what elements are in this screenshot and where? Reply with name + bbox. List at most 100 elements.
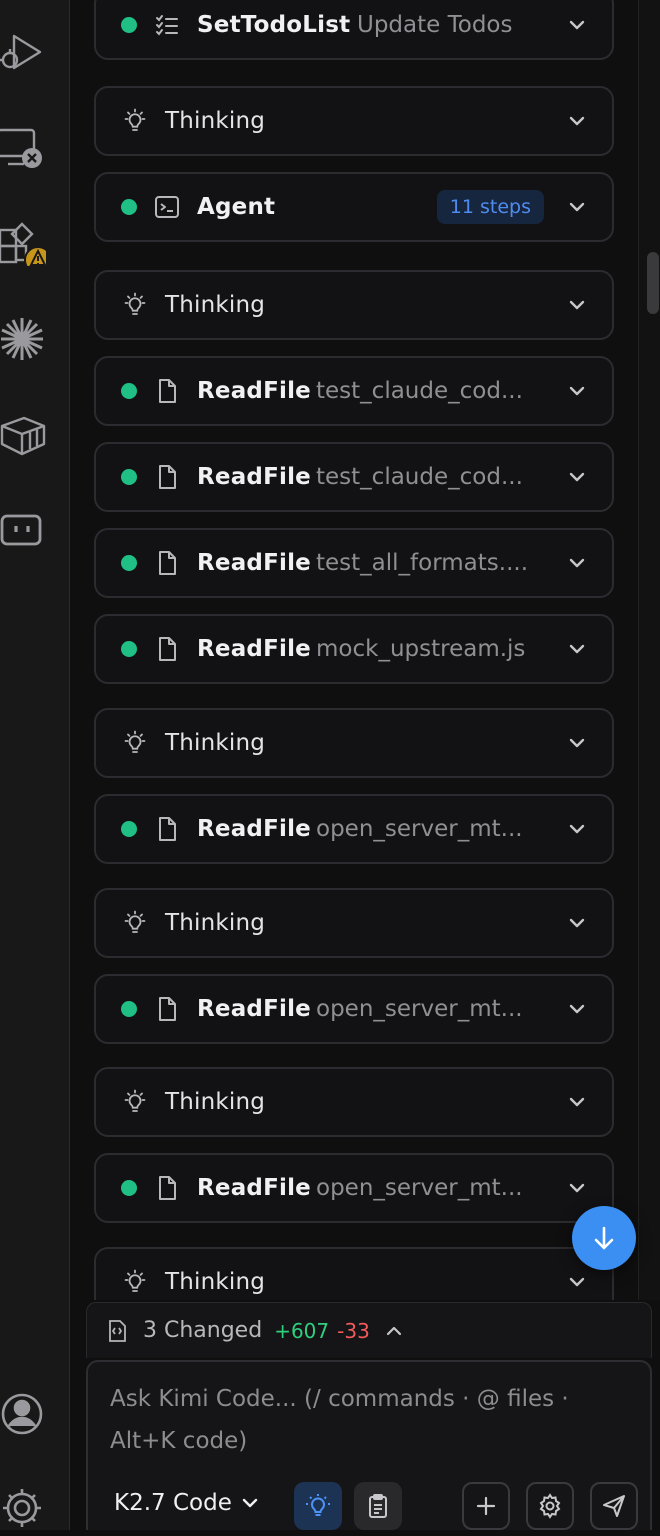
chevron-down-icon[interactable] (566, 552, 588, 574)
tool-name: ReadFile (197, 996, 311, 1022)
model-selector[interactable]: K2.7 Code (114, 1490, 260, 1516)
terminal-icon (154, 194, 180, 220)
lightbulb-icon (306, 1494, 330, 1516)
tool-name: ReadFile (197, 464, 311, 490)
tool-name: ReadFile (197, 636, 311, 662)
file-icon (154, 464, 180, 490)
thinking-step[interactable]: Thinking (94, 270, 614, 340)
chevron-down-icon[interactable] (566, 1271, 588, 1293)
prompt-input[interactable]: Ask Kimi Code... (/ commands · @ files ·… (110, 1386, 569, 1454)
changes-summary-bar[interactable]: 3 Changed +607 -33 (86, 1302, 652, 1358)
send-button[interactable] (590, 1482, 638, 1530)
chevron-down-icon[interactable] (566, 380, 588, 402)
lightbulb-icon (122, 1269, 148, 1295)
status-dot (121, 641, 137, 657)
scroll-to-bottom-button[interactable] (572, 1206, 636, 1270)
step-count-badge: 11 steps (436, 190, 544, 224)
tool-detail: open_server_mt... (316, 816, 523, 842)
file-icon (154, 996, 180, 1022)
tool-name: ReadFile (197, 378, 311, 404)
status-dot (121, 17, 137, 33)
thinking-step[interactable]: Thinking (94, 86, 614, 156)
chevron-down-icon[interactable] (566, 1177, 588, 1199)
chevron-down-icon[interactable] (566, 638, 588, 660)
thinking-step[interactable]: Thinking (94, 1247, 614, 1300)
lines-removed: -33 (337, 1318, 370, 1343)
kimi-spark-icon[interactable] (0, 316, 46, 362)
tool-detail: open_server_mt... (316, 996, 523, 1022)
step-title: Thinking (165, 1269, 266, 1295)
chevron-down-icon[interactable] (566, 294, 588, 316)
chevron-down-icon[interactable] (566, 466, 588, 488)
chevron-down-icon (242, 1498, 258, 1508)
chevron-down-icon[interactable] (566, 998, 588, 1020)
feed-scrollbar-track[interactable] (638, 0, 660, 1300)
status-dot (121, 1180, 137, 1196)
tool-detail: mock_upstream.js (316, 636, 526, 662)
tool-detail: test_claude_cod... (316, 464, 523, 490)
status-dot (121, 469, 137, 485)
chevron-down-icon[interactable] (566, 1091, 588, 1113)
tool-call-step[interactable]: Agent 11 steps (94, 172, 614, 242)
checklist-icon (154, 12, 180, 38)
model-label: K2.7 Code (114, 1490, 232, 1516)
chevron-down-icon[interactable] (566, 14, 588, 36)
lightbulb-icon (122, 910, 148, 936)
tool-name: Agent (197, 194, 276, 220)
remote-explorer-icon[interactable] (0, 124, 46, 170)
chevron-down-icon[interactable] (566, 732, 588, 754)
extensions-warning-icon[interactable] (0, 220, 52, 274)
plan-mode-button[interactable] (354, 1482, 402, 1530)
step-title: Thinking (165, 1089, 266, 1115)
account-icon[interactable] (0, 1390, 46, 1436)
status-dot (121, 1001, 137, 1017)
chevron-down-icon[interactable] (566, 196, 588, 218)
lightbulb-icon (122, 108, 148, 134)
file-icon (154, 1175, 180, 1201)
add-context-button[interactable] (462, 1482, 510, 1530)
containers-icon[interactable] (0, 412, 46, 458)
status-dot (121, 555, 137, 571)
plus-icon (476, 1496, 496, 1516)
settings-gear-icon[interactable] (0, 1486, 46, 1532)
chevron-down-icon[interactable] (566, 818, 588, 840)
send-icon (603, 1495, 625, 1517)
thinking-step[interactable]: Thinking (94, 888, 614, 958)
status-dot (121, 383, 137, 399)
status-dot (121, 821, 137, 837)
lightbulb-icon (122, 730, 148, 756)
run-debug-icon[interactable] (0, 28, 46, 74)
step-title: Thinking (165, 292, 266, 318)
arrow-down-icon (594, 1226, 614, 1250)
chevron-down-icon[interactable] (566, 110, 588, 132)
tool-name: ReadFile (197, 550, 311, 576)
file-icon (154, 550, 180, 576)
lightbulb-icon (122, 292, 148, 318)
thinking-step[interactable]: Thinking (94, 708, 614, 778)
gear-icon (539, 1493, 561, 1519)
tool-detail: test_all_formats.... (316, 550, 529, 576)
lightbulb-icon (122, 1089, 148, 1115)
file-icon (154, 636, 180, 662)
thinking-toggle-button[interactable] (294, 1482, 342, 1530)
tool-detail: Update Todos (357, 12, 513, 38)
chevron-down-icon[interactable] (566, 912, 588, 934)
thinking-step[interactable]: Thinking (94, 1067, 614, 1137)
clipboard-icon (369, 1494, 387, 1518)
chat-bot-icon[interactable] (0, 508, 46, 554)
step-title: Thinking (165, 910, 266, 936)
composer-settings-button[interactable] (526, 1482, 574, 1530)
feed-scrollbar-thumb[interactable] (647, 252, 659, 314)
chevron-up-icon[interactable] (384, 1321, 404, 1341)
chat-composer: Ask Kimi Code... (/ commands · @ files ·… (86, 1360, 652, 1530)
diff-file-icon (109, 1319, 126, 1342)
